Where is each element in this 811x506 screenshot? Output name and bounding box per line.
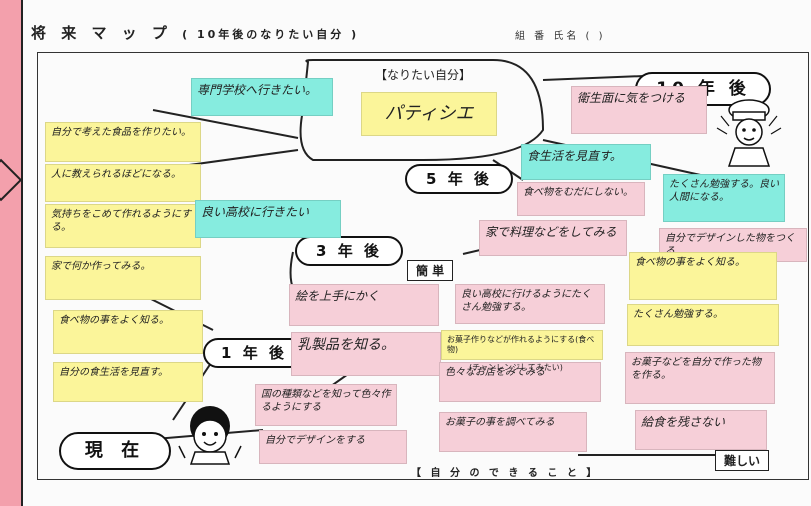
stage-5-years: 5 年 後 — [405, 164, 513, 194]
note-gen: 自分でデザインをする — [259, 430, 407, 464]
stage-3-years: 3 年 後 — [295, 236, 403, 266]
center-heading: 【なりたい自分】 — [375, 68, 472, 82]
note-e: 絵を上手にかく — [289, 284, 439, 326]
note-benkyou: たくさん勉強する。良い人間になる。 — [663, 174, 785, 222]
note-left-3: 気持ちをこめて作れるようにする。 — [45, 204, 201, 248]
note-tabemono: 食べ物をむだにしない。 — [517, 182, 645, 216]
note-kaji: 家で料理などをしてみる — [479, 220, 627, 256]
frame-divider — [21, 0, 23, 506]
note-koukou: 良い高校に行きたい — [195, 200, 341, 238]
note-right-pink-1: お菓子などを自分で作った物を作る。 — [625, 352, 775, 404]
note-left-6: 自分の食生活を見直す。 — [53, 362, 203, 402]
note-right-yellow-2: たくさん勉強する。 — [627, 304, 779, 346]
note-left-4: 家で何か作ってみる。 — [45, 256, 201, 300]
easy-tag: 簡 単 — [407, 260, 454, 281]
dream-card: パティシエ — [361, 92, 497, 136]
page-title: 将 来 マ ッ プ ( 10年後のなりたい自分 ) — [31, 22, 359, 43]
note-challenge: (チャンレンジしてみたい) — [469, 363, 563, 372]
note-nyuseihin: 乳製品を知る。 — [291, 332, 441, 376]
note-left-5: 食べ物の事をよく知る。 — [53, 310, 203, 354]
note-senmon: 専門学校へ行きたい。 — [191, 78, 333, 116]
note-shokuseikatsu: 食生活を見直す。 — [521, 144, 651, 180]
note-right-pink-2: 給食を残さない — [635, 410, 767, 450]
note-left-2: 人に教えられるほどになる。 — [45, 164, 201, 202]
stage-now: 現 在 — [59, 432, 171, 470]
map-sheet-border — [37, 52, 809, 480]
note-mise: 色々なお店をみてみる — [439, 362, 601, 402]
name-class-field: 組 番 氏名 ( ) — [515, 31, 606, 42]
note-kashi: お菓子の事を調べてみる — [439, 412, 587, 452]
note-okashi-strip: お菓子作りなどが作れるようにする(食べ物) — [441, 330, 603, 360]
can-do-label: 【 自 分 の で き る こ と 】 — [411, 468, 600, 479]
note-left-1: 自分で考えた食品を作りたい。 — [45, 122, 201, 162]
chef-future-icon — [716, 99, 782, 167]
stage-1-year: 1 年 後 — [203, 338, 305, 368]
title-text: 将 来 マ ッ プ — [31, 24, 172, 42]
note-right-yellow-1: 食べ物の事をよく知る。 — [629, 252, 777, 300]
note-shurui: 国の種類などを知って色々作るようにする — [255, 384, 397, 426]
note-eisei: 衛生面に気をつける — [571, 86, 707, 134]
worksheet-page: 将 来 マ ッ プ ( 10年後のなりたい自分 ) 組 番 氏名 ( ) 【なり… — [23, 0, 811, 506]
note-koukou2: 良い高校に行けるようにたくさん勉強する。 — [455, 284, 605, 324]
hard-tag: 難しい — [715, 450, 770, 471]
title-subtitle: ( 10年後のなりたい自分 ) — [182, 28, 360, 41]
student-now-icon — [178, 406, 242, 465]
left-frame-border — [0, 0, 22, 506]
